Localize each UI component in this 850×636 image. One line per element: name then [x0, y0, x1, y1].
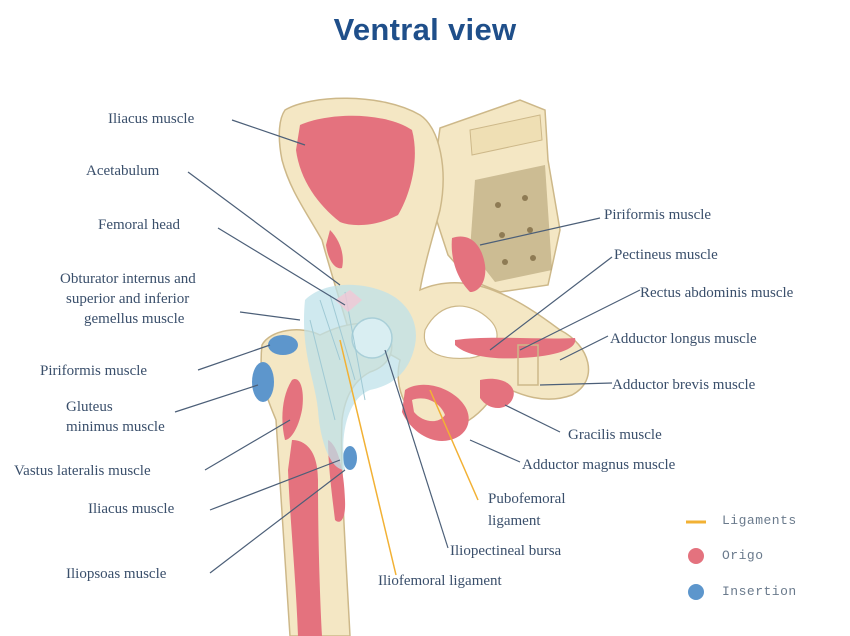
legend-origo-label: Origo	[722, 548, 764, 563]
label-pubofemoral-line1: Pubofemoral	[488, 490, 565, 508]
label-obturator-line2: superior and inferior	[66, 290, 189, 308]
label-gracilis: Gracilis muscle	[568, 426, 662, 444]
label-iliofemoral-ligament: Iliofemoral ligament	[378, 572, 502, 590]
label-iliopectineal-bursa: Iliopectineal bursa	[450, 542, 561, 560]
label-pubofemoral-line2: ligament	[488, 512, 541, 530]
legend-origo-swatch	[688, 548, 704, 564]
label-acetabulum: Acetabulum	[86, 162, 159, 180]
label-vastus-lateralis: Vastus lateralis muscle	[14, 462, 151, 480]
label-femoral-head: Femoral head	[98, 216, 180, 234]
label-adductor-brevis: Adductor brevis muscle	[612, 376, 755, 394]
label-rectus-abdominis: Rectus abdominis muscle	[640, 284, 793, 302]
label-pectineus: Pectineus muscle	[614, 246, 718, 264]
label-iliacus-muscle-top: Iliacus muscle	[108, 110, 194, 128]
label-adductor-longus: Adductor longus muscle	[610, 330, 757, 348]
label-iliacus-muscle-bottom: Iliacus muscle	[88, 500, 174, 518]
label-piriformis-right: Piriformis muscle	[604, 206, 711, 224]
sacrum	[430, 100, 560, 292]
label-gluteus-line2: minimus muscle	[66, 418, 165, 436]
label-iliopsoas: Iliopsoas muscle	[66, 565, 166, 583]
legend-insertion-label: Insertion	[722, 584, 797, 599]
label-obturator-line1: Obturator internus and	[60, 270, 196, 288]
legend-insertion-swatch	[688, 584, 704, 600]
label-obturator-line3: gemellus muscle	[84, 310, 184, 328]
legend-ligaments-label: Ligaments	[722, 513, 797, 528]
label-piriformis-left: Piriformis muscle	[40, 362, 147, 380]
label-adductor-magnus: Adductor magnus muscle	[522, 456, 675, 474]
label-gluteus-line1: Gluteus	[66, 398, 113, 416]
